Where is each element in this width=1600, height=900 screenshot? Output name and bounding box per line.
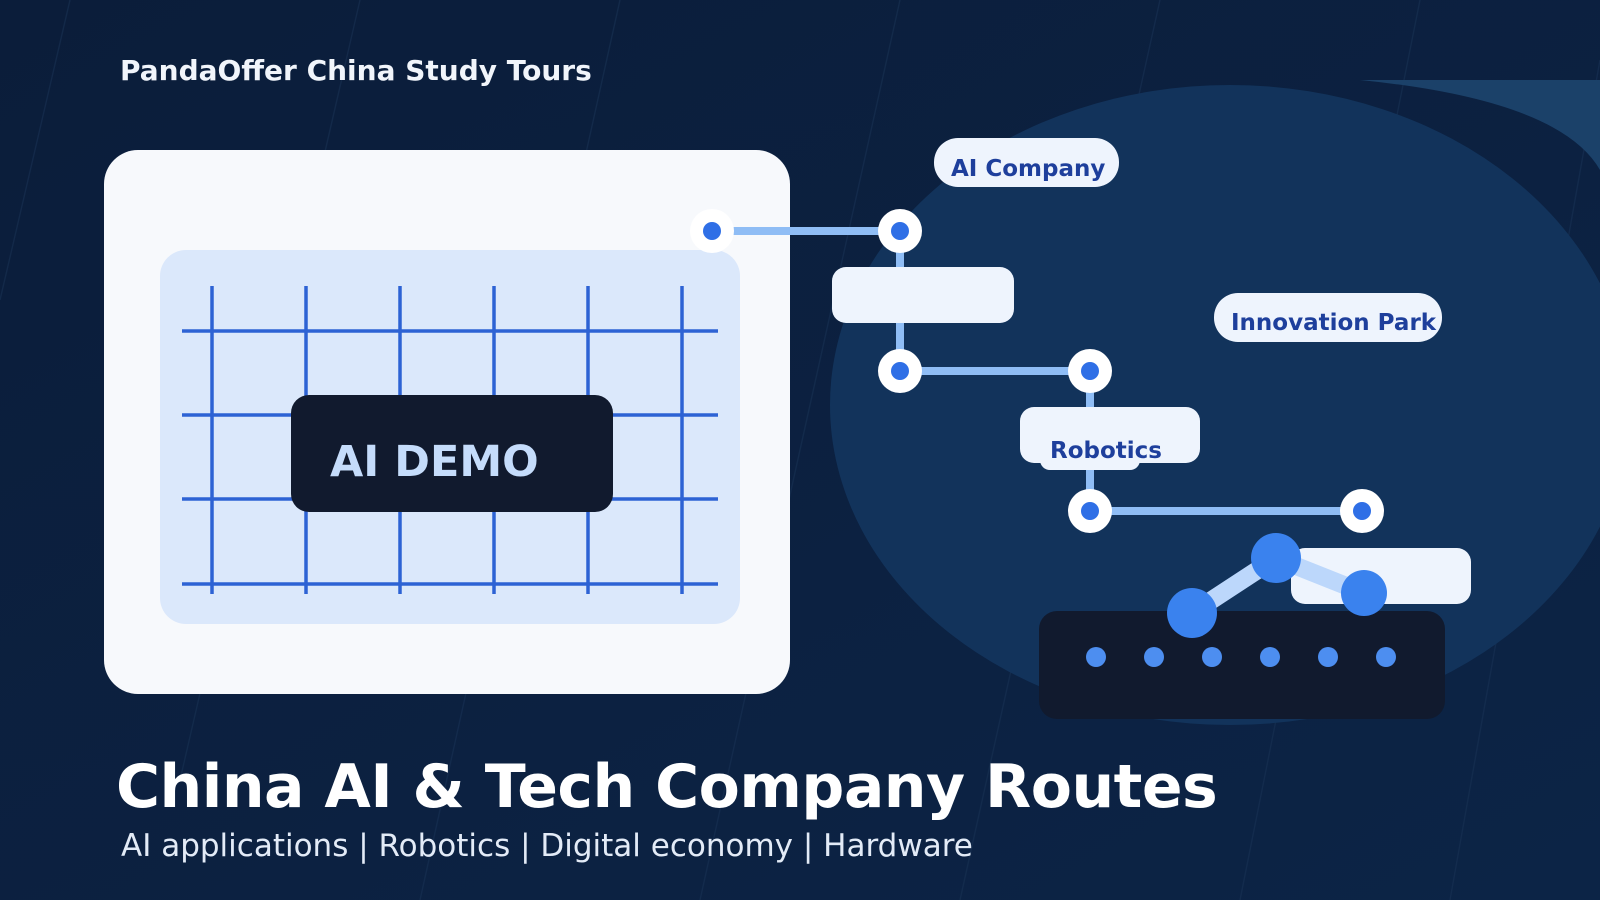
innovation-park-pill (1214, 293, 1442, 342)
hardware-lights (1086, 647, 1396, 667)
page-headline: China AI & Tech Company Routes (116, 752, 1218, 822)
page-subtitle: AI applications | Robotics | Digital eco… (121, 828, 973, 864)
route-card-1 (832, 267, 1014, 323)
robotics-label: Robotics (1050, 438, 1162, 464)
ai-demo-label: AI DEMO (330, 437, 539, 487)
background-blob-edge (1360, 80, 1600, 170)
route-card-2-tab (1040, 442, 1140, 470)
robot-arm-icon (1167, 533, 1387, 638)
ai-demo-box (291, 395, 613, 512)
innovation-park-label: Innovation Park (1231, 310, 1437, 336)
brand-title: PandaOffer China Study Tours (120, 54, 592, 87)
ai-company-pill (934, 138, 1119, 187)
ai-company-label: AI Company (951, 156, 1105, 182)
route-nodes (690, 209, 1384, 533)
hardware-base (1039, 611, 1445, 719)
